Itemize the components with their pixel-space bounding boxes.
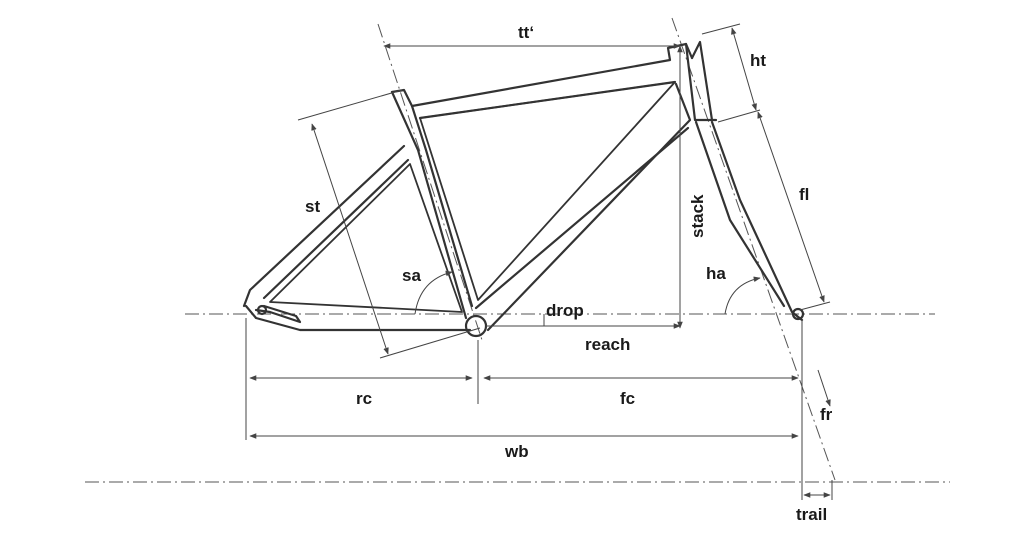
label-rc: rc [356,389,372,408]
dimension-lines [245,23,833,500]
label-fc: fc [620,389,635,408]
seat-tube-inner [410,104,474,308]
seat-stay-triangle [269,163,463,313]
bike-frame [242,40,805,338]
head-tube [684,40,718,122]
top-tube [390,42,694,108]
rear-dropout-eye [256,304,268,316]
label-tt: tt‘ [518,23,534,42]
seat-tube-axis [377,23,483,341]
label-ha: ha [706,264,726,283]
label-wb: wb [504,442,529,461]
bottom-bracket [464,314,488,338]
steering-axis [671,17,836,481]
label-fl: fl [799,185,809,204]
fork-dropout [791,307,805,321]
label-trail: trail [796,505,827,524]
label-reach: reach [585,335,630,354]
seat-stay-inner [262,158,410,300]
front-triangle-inner [419,81,676,301]
label-fr: fr [820,405,833,424]
label-drop: drop [546,301,584,320]
label-st: st [305,197,320,216]
chain-stay [244,304,472,332]
label-stack: stack [688,194,707,238]
fork-blade [710,120,804,322]
down-tube [486,82,692,332]
seat-tube [390,90,468,320]
seat-stay [242,144,406,308]
down-tube-inner [474,126,690,310]
label-sa: sa [402,266,421,285]
label-ht: ht [750,51,766,70]
